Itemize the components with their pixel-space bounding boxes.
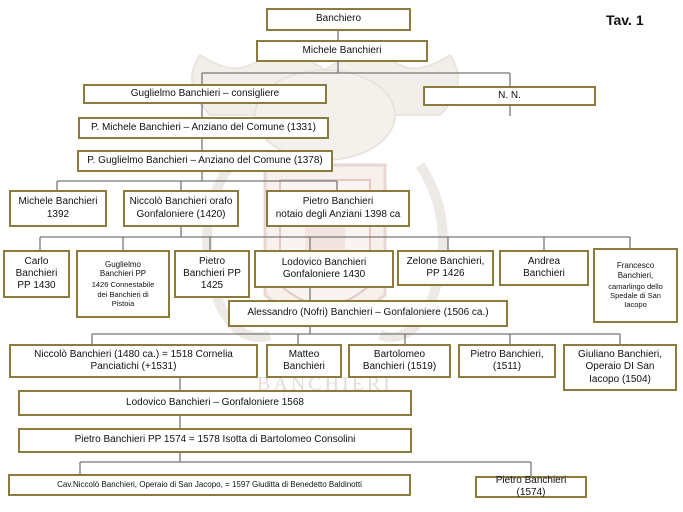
table-number: Tav. 1 <box>606 12 644 28</box>
node-banchiero: Banchiero <box>266 8 411 31</box>
node-label: Alessandro (Nofri) Banchieri – Gonfaloni… <box>247 307 489 319</box>
node-label: Pietro Banchieri (1574) <box>495 474 567 498</box>
node-label: Zelone Banchieri,PP 1426 <box>406 255 485 279</box>
node-label: Cav.Niccolò Banchieri, Operaio di San Ja… <box>57 480 362 490</box>
node-label: Michele Banchieri <box>302 44 382 56</box>
node-pietro-1574b: Pietro Banchieri (1574) <box>475 474 587 498</box>
node-niccolo-1480: Niccolò Banchieri (1480 ca.) = 1518 Corn… <box>9 344 258 378</box>
node-label: N. N. <box>498 89 521 101</box>
node-p-guglielmo: P. Guglielmo Banchieri – Anziano del Com… <box>77 150 333 172</box>
node-label: P. Michele Banchieri – Anziano del Comun… <box>91 121 316 133</box>
node-pietro-1574: Pietro Banchieri PP 1574 = 1578 Isotta d… <box>18 428 412 453</box>
node-alessandro: Alessandro (Nofri) Banchieri – Gonfaloni… <box>228 300 508 327</box>
node-michele-banchieri: Michele Banchieri <box>256 40 428 62</box>
node-label: Banchiero <box>315 13 362 25</box>
node-zelone: Zelone Banchieri,PP 1426 <box>397 250 494 286</box>
node-pietro-1511: Pietro Banchieri,(1511) <box>458 344 556 378</box>
node-lodovico-1568: Lodovico Banchieri – Gonfaloniere 1568 <box>18 390 412 416</box>
node-label: Lodovico Banchieri – Gonfaloniere 1568 <box>126 396 304 408</box>
node-cav-niccolo: Cav.Niccolò Banchieri, Operaio di San Ja… <box>8 474 411 496</box>
node-guglielmo-consigliere: Guglielmo Banchieri – consigliere <box>83 84 327 104</box>
node-label: Pietro Banchieri PP 1574 = 1578 Isotta d… <box>74 434 356 446</box>
node-label: P. Guglielmo Banchieri – Anziano del Com… <box>87 154 323 166</box>
node-label: Pietro Banchieri,(1511) <box>470 348 544 372</box>
node-label: Guglielmo Banchieri – consigliere <box>130 87 280 99</box>
node-nn: N. N. <box>423 86 596 106</box>
node-p-michele: P. Michele Banchieri – Anziano del Comun… <box>78 117 329 139</box>
node-label: Niccolò Banchieri (1480 ca.) = 1518 Corn… <box>34 348 233 372</box>
